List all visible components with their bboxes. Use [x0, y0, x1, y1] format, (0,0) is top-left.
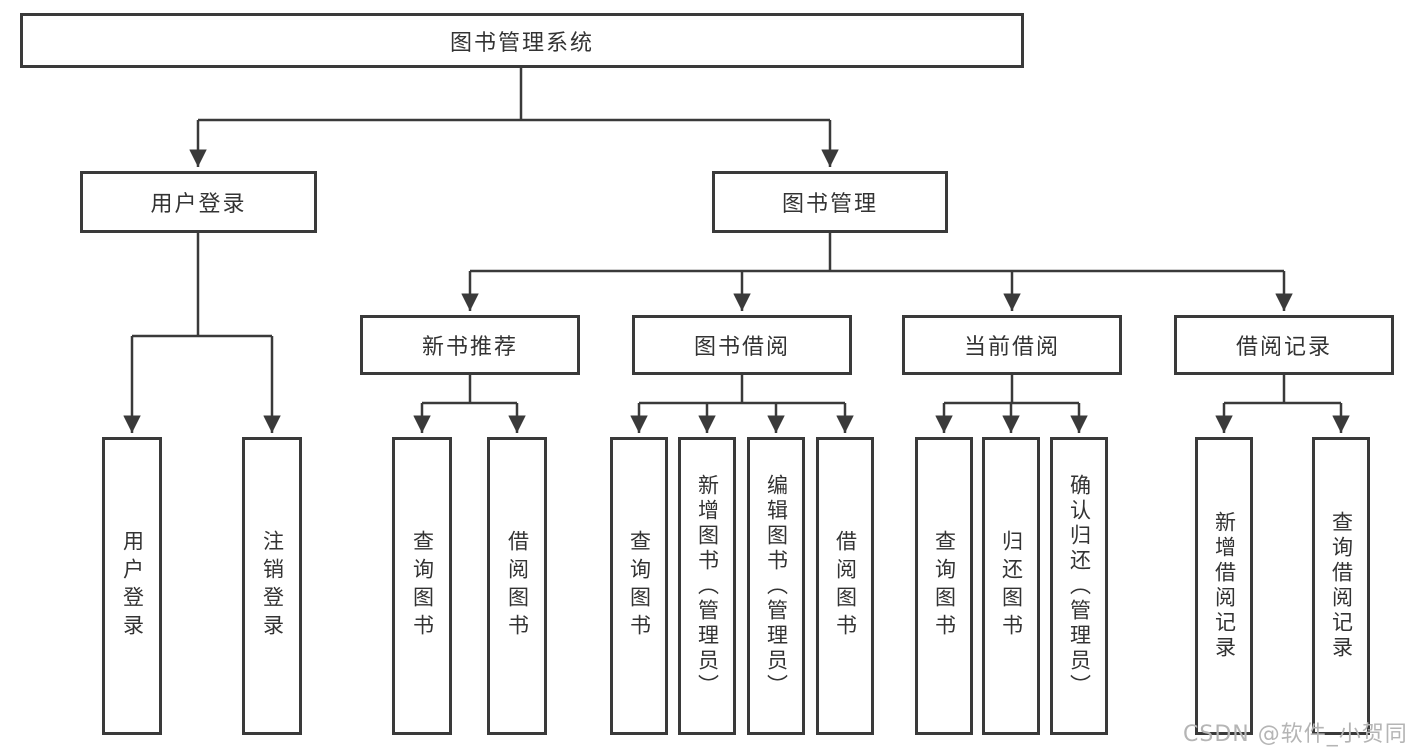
node-label: 注销登录 [260, 530, 285, 642]
node-new-book-recommendation: 新书推荐 [360, 315, 580, 375]
node-label: 新书推荐 [421, 335, 518, 360]
node-label: 用户登录 [120, 530, 145, 642]
node-user-login: 用户登录 [80, 171, 317, 233]
node-label: 新增图书（管理员） [695, 473, 720, 699]
leaf-query-books-current: 查询图书 [915, 437, 973, 735]
node-label: 编辑图书（管理员） [764, 473, 789, 699]
node-label: 查询借阅记录 [1329, 511, 1354, 661]
node-label: 新增借阅记录 [1212, 511, 1237, 661]
leaf-borrow-books-recommend: 借阅图书 [487, 437, 547, 735]
leaf-borrow-books: 借阅图书 [816, 437, 874, 735]
leaf-add-borrow-record: 新增借阅记录 [1195, 437, 1253, 735]
csdn-watermark: CSDN @软件_小贺同学 [1183, 722, 1405, 747]
leaf-query-books-borrow: 查询图书 [610, 437, 668, 735]
node-current-borrowing: 当前借阅 [902, 315, 1122, 375]
node-label: 当前借阅 [963, 335, 1060, 360]
leaf-query-borrow-record: 查询借阅记录 [1312, 437, 1370, 735]
node-label: 查询图书 [410, 530, 435, 642]
node-book-management: 图书管理 [712, 171, 948, 233]
node-label: 借阅记录 [1235, 335, 1332, 360]
leaf-query-books-recommend: 查询图书 [392, 437, 452, 735]
node-label: 归还图书 [999, 530, 1024, 642]
node-label: 借阅图书 [505, 530, 530, 642]
node-label: 查询图书 [932, 530, 957, 642]
node-label: 图书借阅 [693, 335, 790, 360]
leaf-confirm-return-admin: 确认归还（管理员） [1050, 437, 1108, 735]
node-label: 查询图书 [627, 530, 652, 642]
node-book-borrowing: 图书借阅 [632, 315, 852, 375]
leaf-edit-books-admin: 编辑图书（管理员） [747, 437, 805, 735]
node-label: 图书管理 [781, 192, 878, 217]
leaf-add-books-admin: 新增图书（管理员） [678, 437, 736, 735]
leaf-logout: 注销登录 [242, 437, 302, 735]
leaf-return-books: 归还图书 [982, 437, 1040, 735]
node-label: 借阅图书 [833, 530, 858, 642]
node-label: 用户登录 [150, 192, 247, 217]
node-library-management-system: 图书管理系统 [20, 13, 1024, 68]
leaf-user-login: 用户登录 [102, 437, 162, 735]
node-label: 确认归还（管理员） [1067, 473, 1092, 699]
node-borrowing-records: 借阅记录 [1174, 315, 1394, 375]
node-label: 图书管理系统 [449, 30, 594, 56]
